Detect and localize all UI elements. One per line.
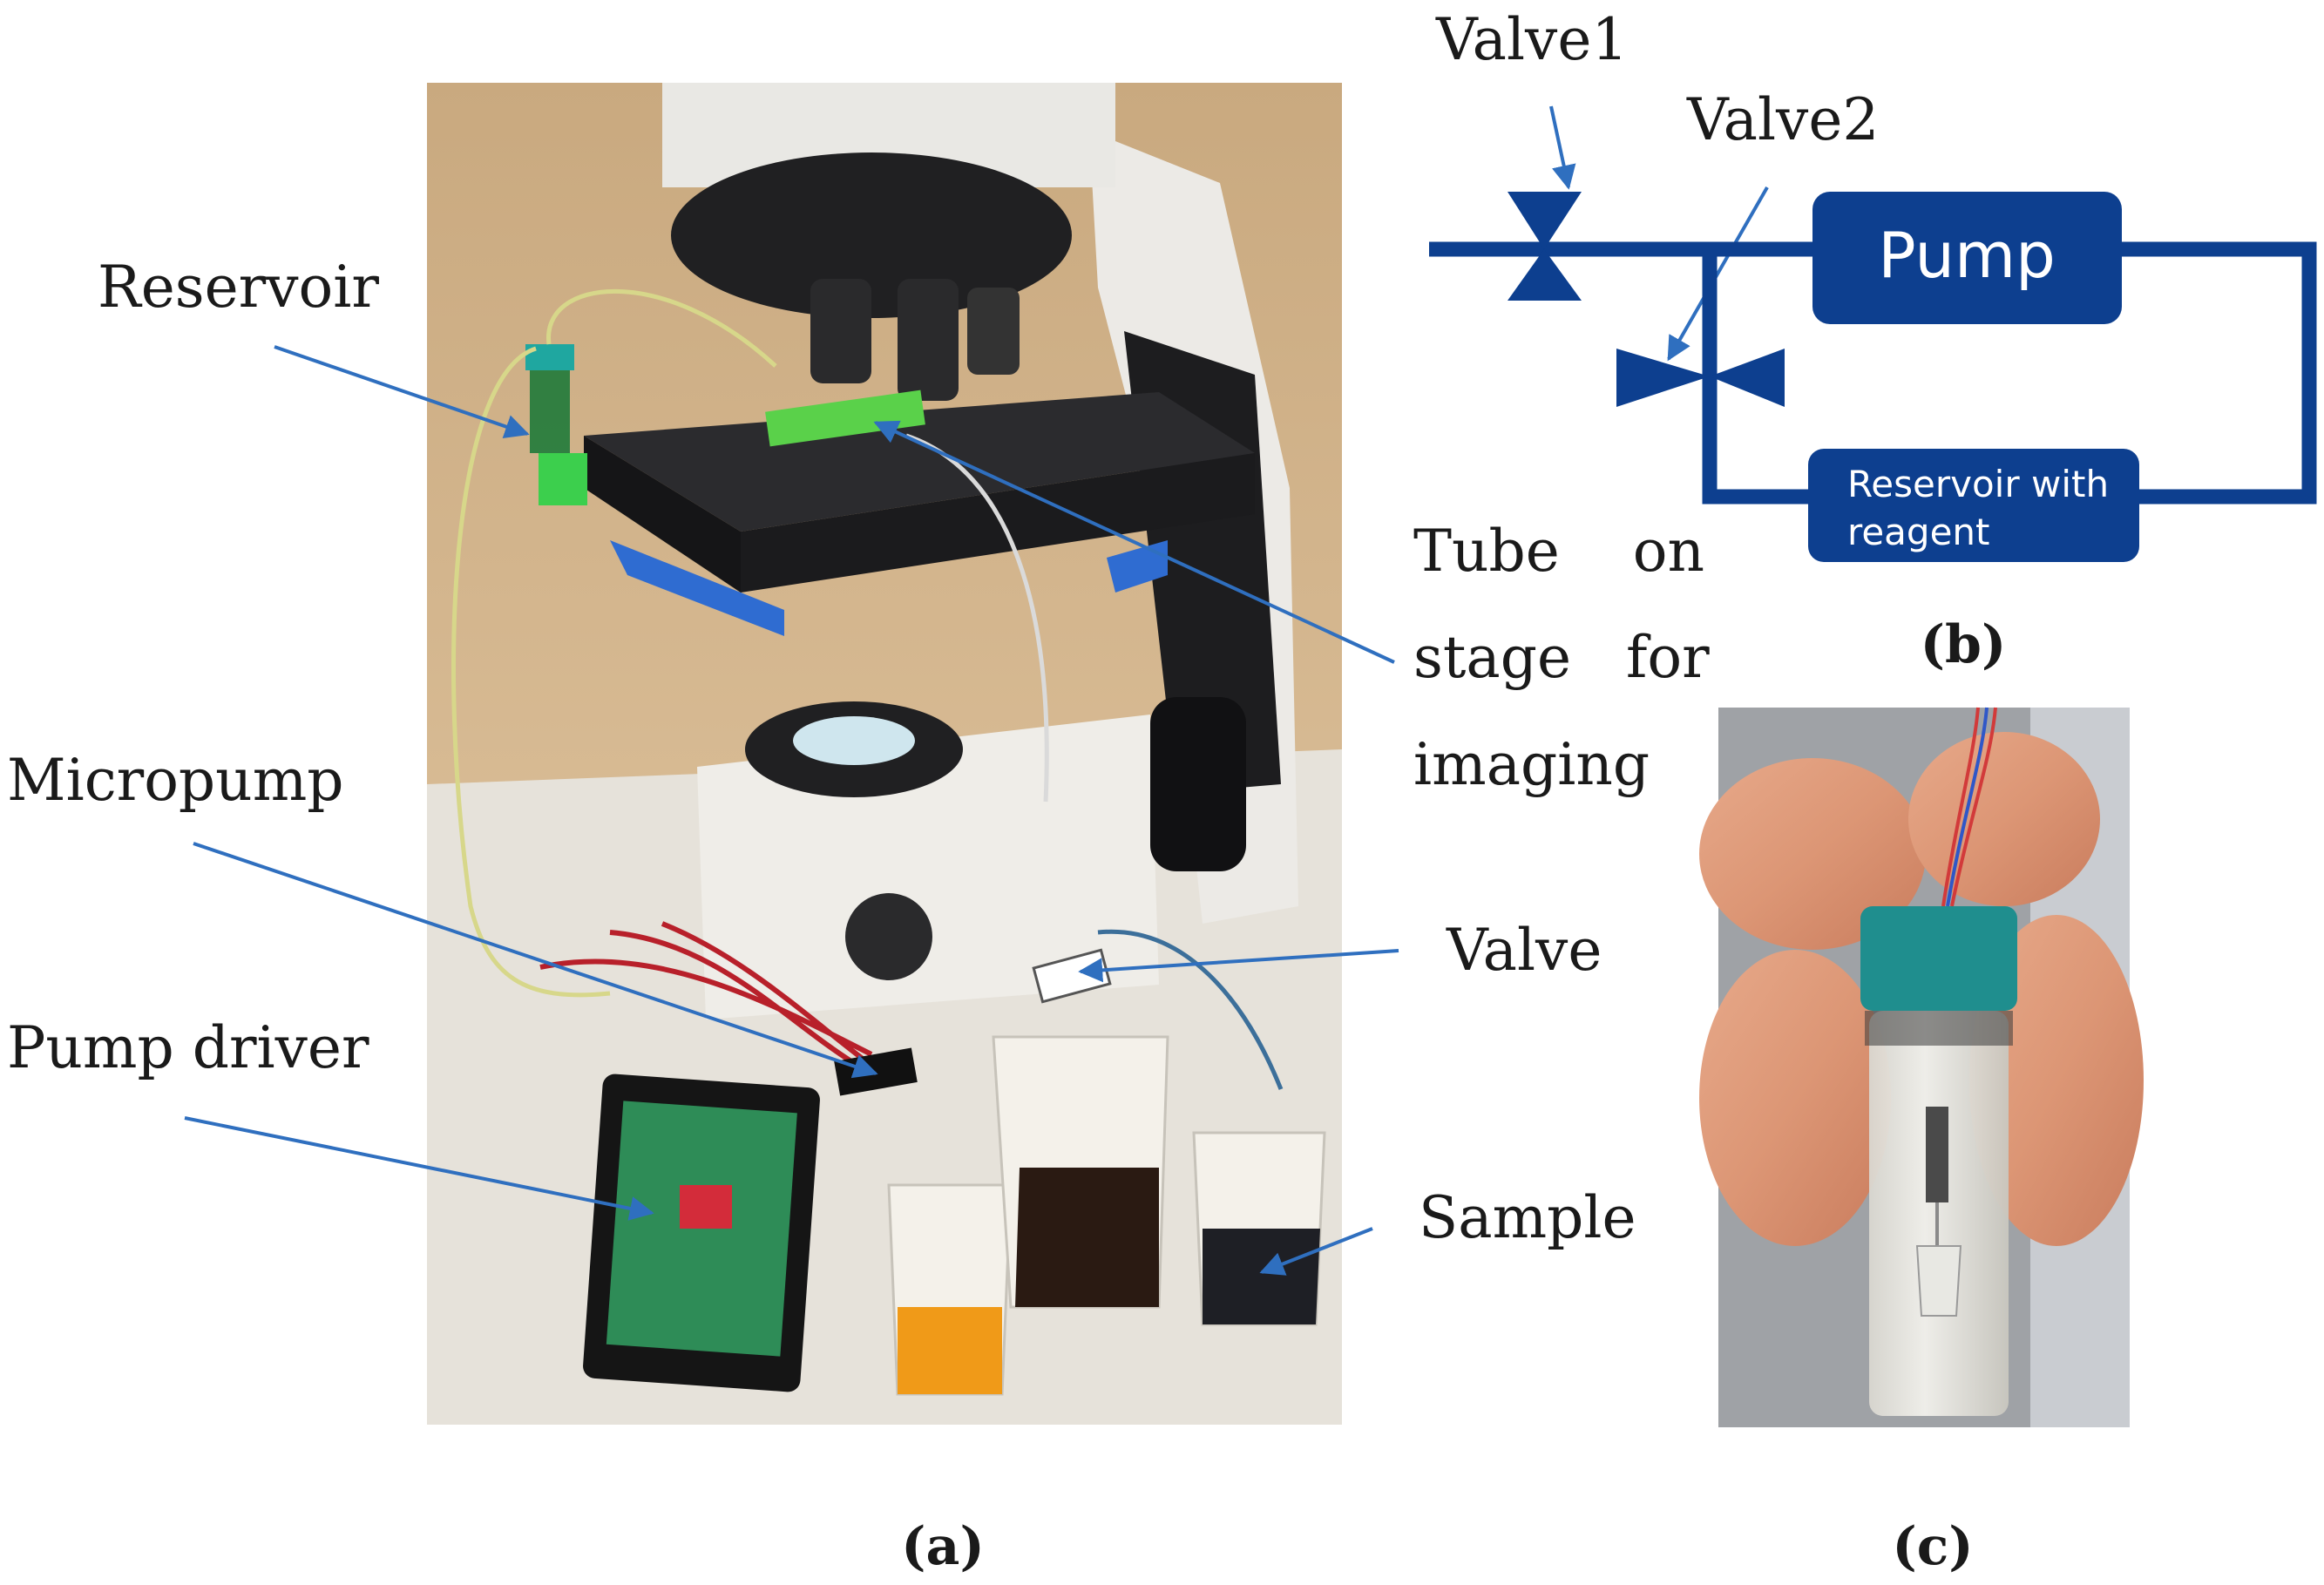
panel-a-annotations: Reservoir Micropump Pump driver Tube on … <box>7 254 1710 1577</box>
photo-a <box>427 83 1342 1425</box>
reservoir-box-line2: reagent <box>1847 511 1990 553</box>
arrow-valve <box>1078 949 1399 983</box>
vial-cap-icon <box>1860 906 2017 1011</box>
arrow-tube <box>873 420 1395 664</box>
tubing-icon <box>451 288 777 998</box>
valve2-symbol <box>1616 349 1785 407</box>
pump-box <box>1812 192 2122 324</box>
arrow-pump-driver <box>184 1116 654 1221</box>
label-valve1: Valve1 <box>1435 6 1628 73</box>
reservoir-box <box>1808 449 2139 562</box>
label-valve: Valve <box>1446 917 1602 984</box>
caption-c: (c) <box>1892 1516 1973 1577</box>
label-valve2: Valve2 <box>1686 86 1879 153</box>
caption-b: (b) <box>1921 614 2007 675</box>
arrow-sample <box>1259 1227 1373 1276</box>
reservoir-box-line1: Reservoir with <box>1847 463 2109 505</box>
label-reservoir: Reservoir <box>98 254 379 321</box>
caption-a: (a) <box>901 1516 985 1577</box>
objective-turret-icon <box>671 152 1072 318</box>
pump-box-label: Pump <box>1878 219 2056 292</box>
imaging-slide-icon <box>765 389 925 447</box>
valve1-symbol <box>1508 192 1582 301</box>
photo-c: (c) <box>1699 707 2144 1577</box>
arrow-reservoir <box>274 345 530 439</box>
reservoir-vial-icon <box>530 366 570 453</box>
label-sample: Sample <box>1419 1184 1636 1251</box>
label-pump-driver: Pump driver <box>7 1014 369 1081</box>
label-tube-line3: imaging <box>1413 731 1650 798</box>
label-micropump: Micropump <box>7 747 344 814</box>
pipe-network <box>1429 241 2317 505</box>
microscope-stage-icon <box>584 392 1255 532</box>
arrow-micropump <box>193 842 878 1079</box>
panel-b-diagram: Valve1 Valve2 Pump Reservoir with reagen… <box>1429 6 2317 675</box>
arrow-valve2 <box>1667 186 1769 362</box>
label-tube-line1: Tube on <box>1413 518 1704 585</box>
label-tube-line2: stage for <box>1413 624 1710 691</box>
arrow-valve1 <box>1549 105 1576 190</box>
vial-micropump-icon <box>1926 1107 1948 1202</box>
